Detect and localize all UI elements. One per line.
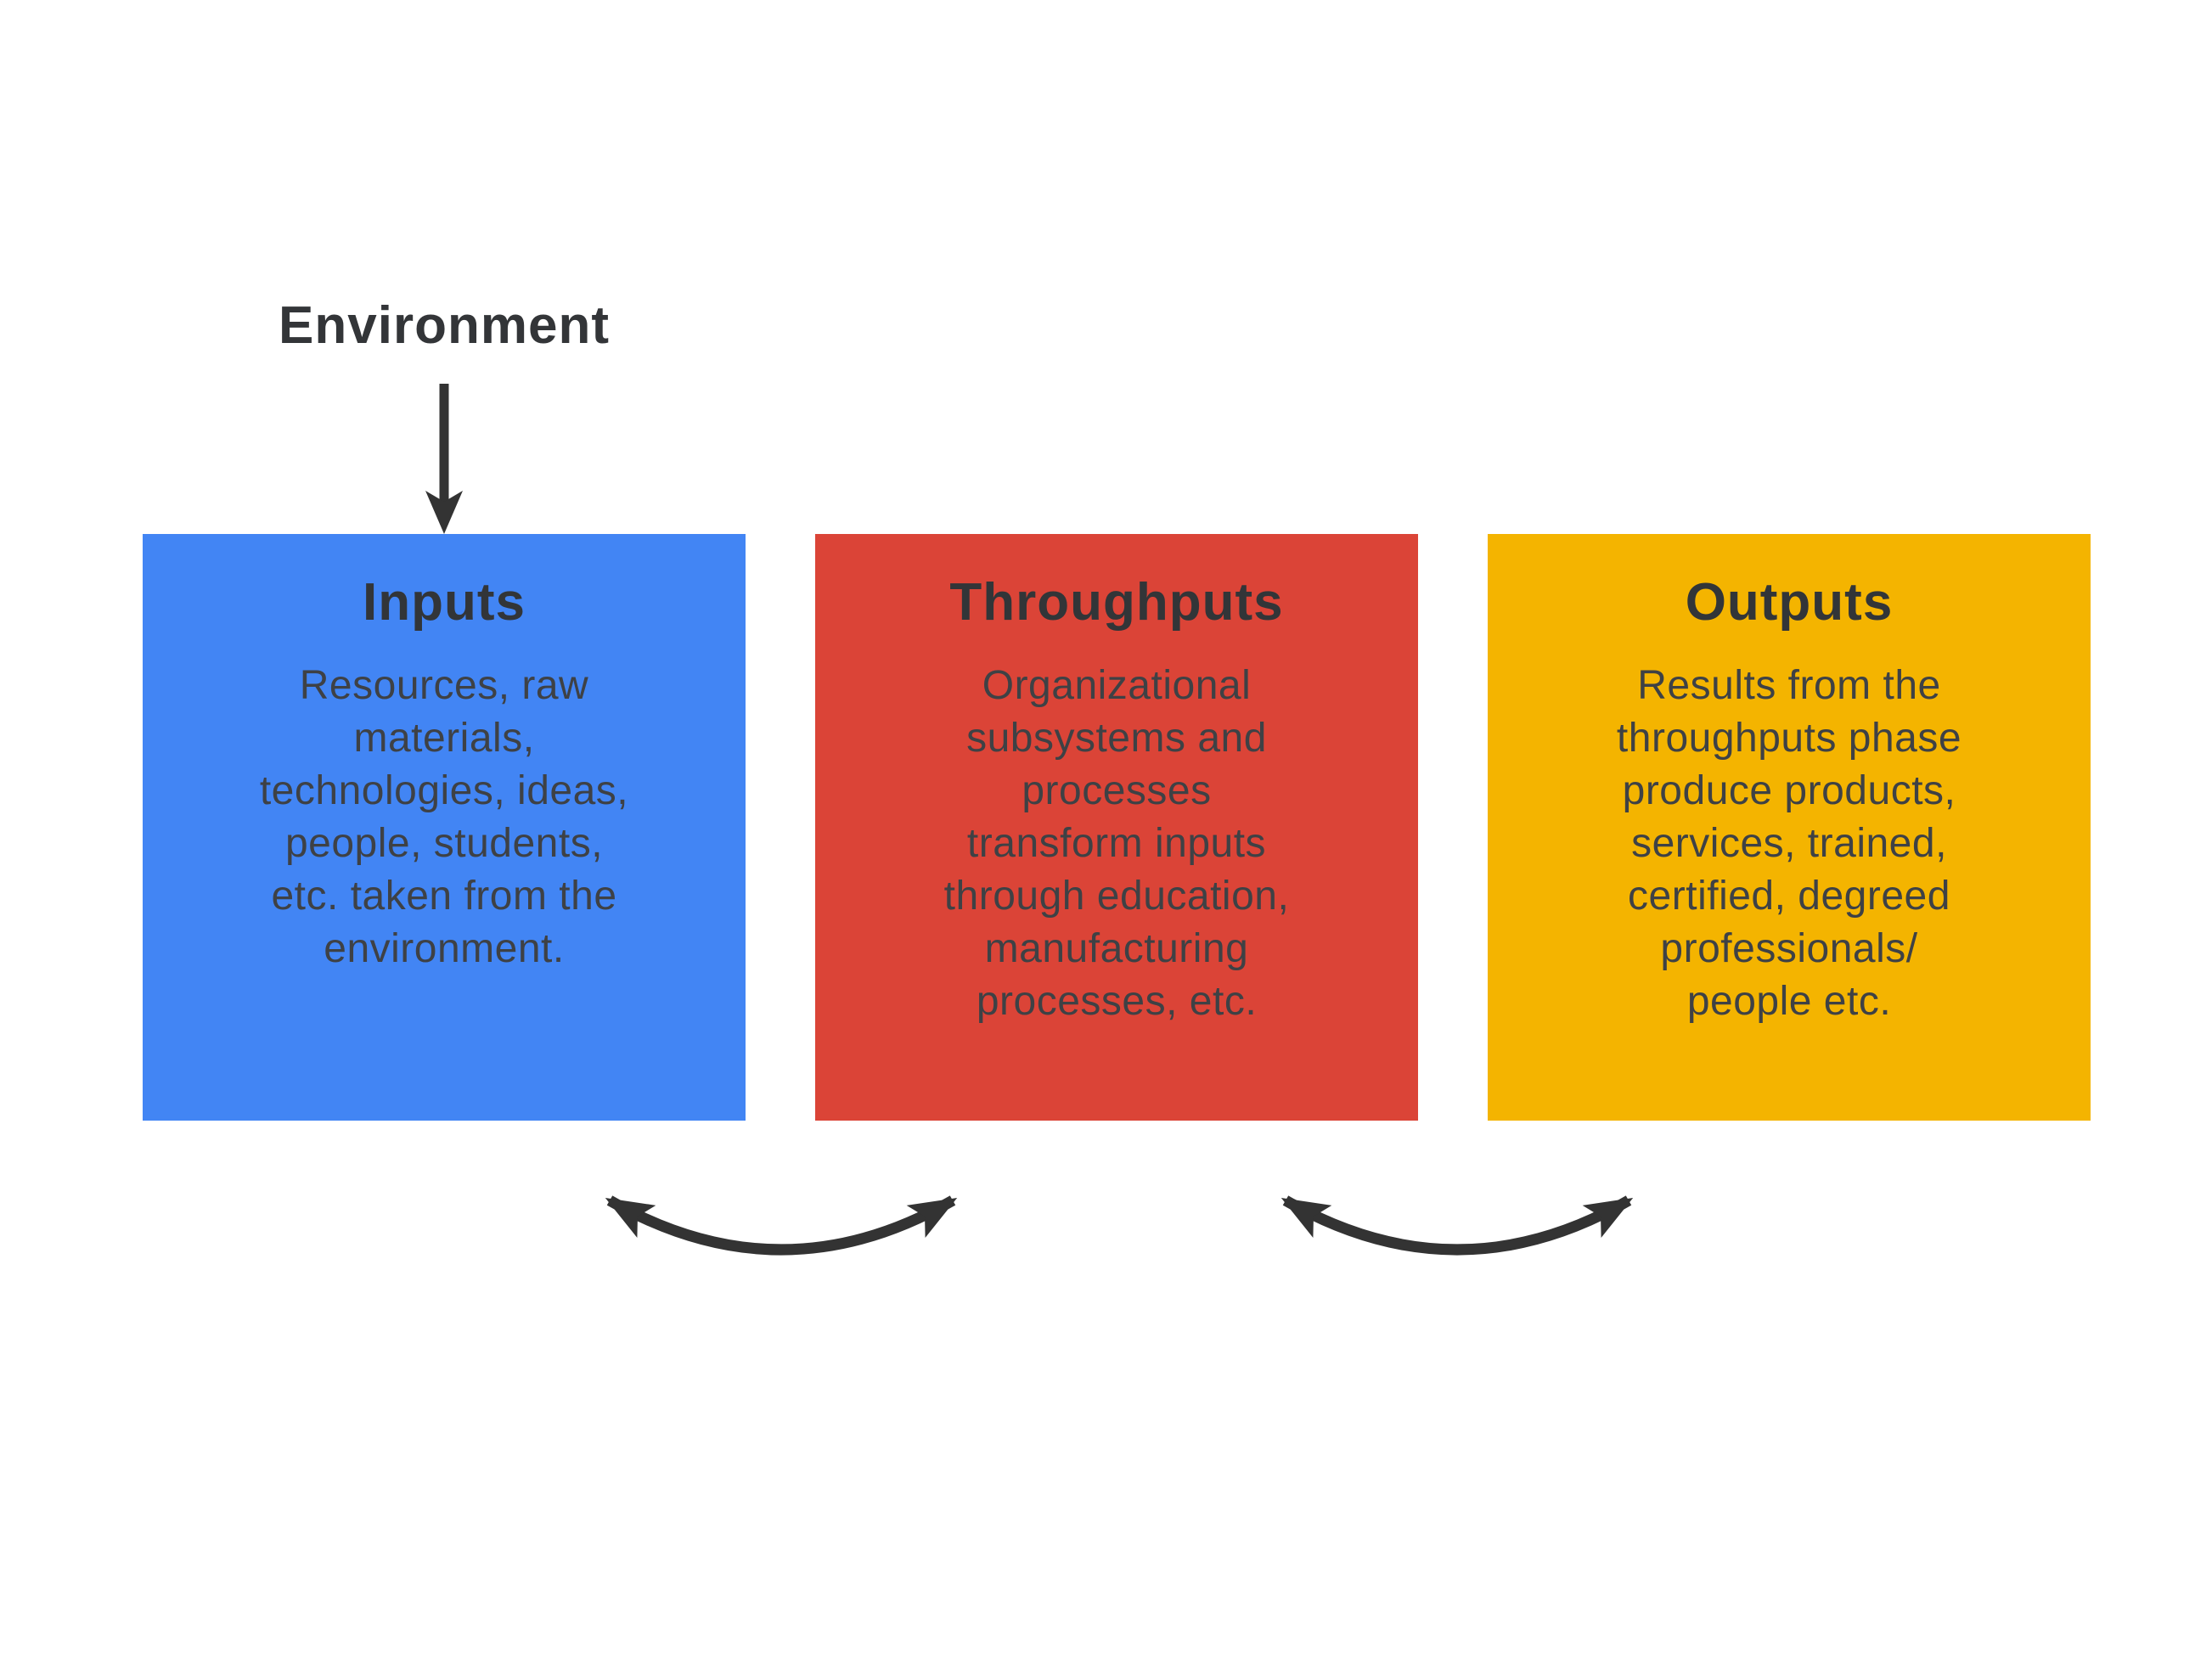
throughputs-box: Throughputs Organizational subsystems an…: [815, 534, 1418, 1121]
throughputs-outputs-exchange-arrow-icon: [1280, 1195, 1634, 1256]
environment-down-arrow-head: [425, 491, 463, 534]
inputs-box-title: Inputs: [363, 573, 526, 632]
outputs-box: Outputs Results from the throughputs pha…: [1488, 534, 2091, 1121]
environment-label: Environment: [279, 296, 610, 355]
throughputs-outputs-exchange-arrow-curve: [1280, 1195, 1634, 1256]
inputs-box: Inputs Resources, raw materials, technol…: [143, 534, 746, 1121]
inputs-box-body: Resources, raw materials, technologies, …: [259, 663, 629, 971]
outputs-box-body: Results from the throughputs phase produ…: [1616, 663, 1962, 1024]
inputs-throughputs-exchange-arrow-icon: [605, 1195, 958, 1256]
inputs-throughputs-exchange-arrow-curve: [605, 1195, 958, 1256]
outputs-box-title: Outputs: [1685, 573, 1894, 632]
throughputs-box-body: Organizational subsystems and processes …: [943, 663, 1290, 1024]
throughputs-box-title: Throughputs: [949, 573, 1284, 632]
environment-down-arrow-icon: [425, 384, 463, 534]
